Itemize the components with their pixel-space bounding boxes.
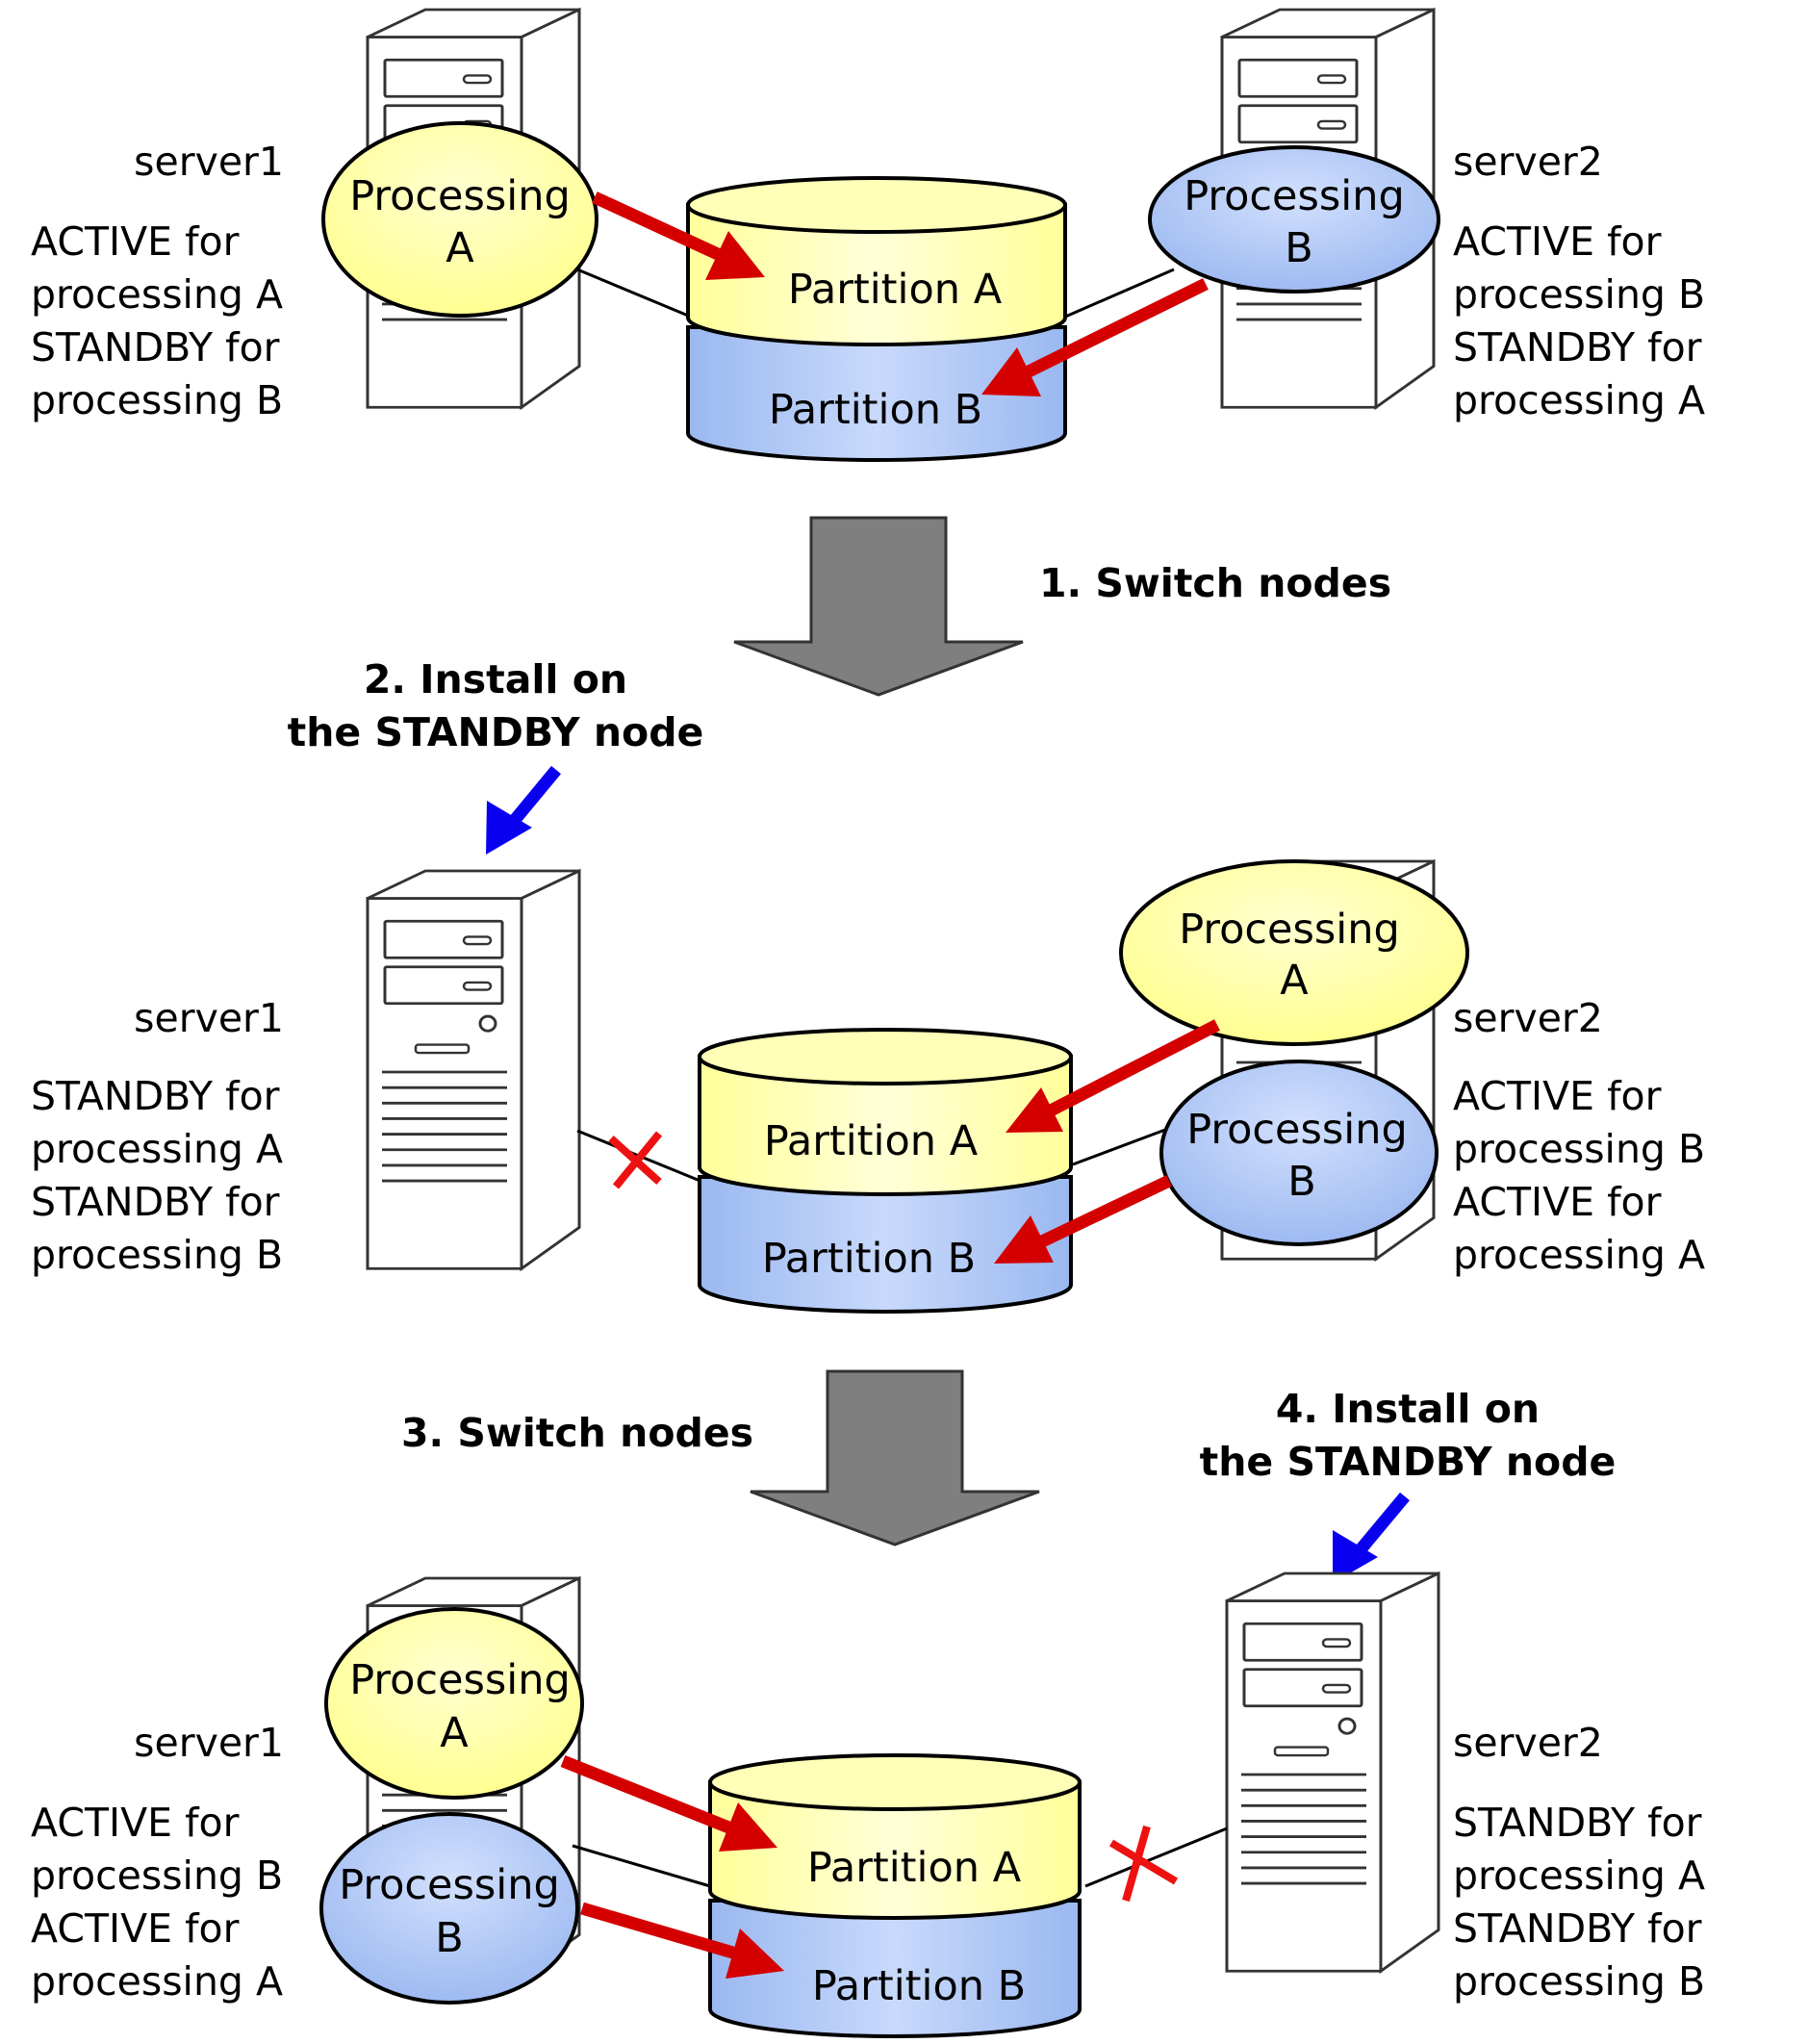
server1-status-3: STANDBY for	[31, 1179, 280, 1225]
processing-b-line2: B	[435, 1914, 464, 1962]
partition-a-label: Partition A	[807, 1844, 1022, 1892]
step-4-label-line2: the STANDBY node	[1200, 1439, 1617, 1485]
server2-status-4: processing B	[1453, 1958, 1705, 2005]
server2-status-1: ACTIVE for	[1453, 218, 1662, 265]
access-arrow-a	[592, 192, 765, 280]
processing-a-line2: A	[446, 224, 474, 272]
server1-status-1: ACTIVE for	[31, 1800, 240, 1846]
processing-b-bubble	[319, 1812, 579, 2005]
processing-b-line1: Processing	[1186, 1106, 1408, 1154]
server2-name: server2	[1453, 139, 1603, 185]
switch-arrow-1-icon	[733, 516, 1024, 697]
processing-b-line1: Processing	[339, 1861, 560, 1909]
server2-status-2: processing A	[1453, 1852, 1705, 1899]
server1-status-3: ACTIVE for	[31, 1905, 240, 1952]
partition-b-label: Partition B	[769, 386, 982, 434]
server2-disk-link	[1062, 268, 1175, 319]
processing-b-line2: B	[1287, 1158, 1316, 1206]
server1-disk-link	[576, 268, 694, 319]
server1-status-2: processing B	[31, 1852, 283, 1899]
processing-b-line2: B	[1285, 224, 1313, 272]
partition-a-label: Partition A	[788, 266, 1003, 314]
processing-a-line1: Processing	[349, 1656, 571, 1704]
server2-name: server2	[1453, 1720, 1603, 1766]
access-arrow-a	[560, 1754, 777, 1852]
processing-b-line1: Processing	[1184, 172, 1405, 220]
step-2: 2. Install on the STANDBY node	[288, 656, 704, 855]
processing-a-bubble	[1119, 859, 1469, 1046]
step-1-label: 1. Switch nodes	[1039, 560, 1391, 606]
stage-3: Partition A Partition B Processing A Pro…	[31, 1571, 1705, 2038]
stage-1: Partition A Partition B Processing A Pro…	[31, 8, 1705, 462]
access-arrow-b	[981, 278, 1209, 396]
server1-status-1: ACTIVE for	[31, 218, 240, 265]
server2-status-3: STANDBY for	[1453, 1905, 1702, 1952]
server1-status-2: processing A	[31, 1126, 283, 1172]
step-1: 1. Switch nodes	[733, 516, 1391, 697]
server1-status-4: processing B	[31, 377, 283, 423]
server2-status-4: processing A	[1453, 377, 1705, 423]
install-arrow-2-icon	[1333, 1492, 1410, 1583]
server2-status-2: processing B	[1453, 271, 1705, 318]
processing-a-line1: Processing	[1179, 906, 1400, 954]
step-4: 4. Install on the STANDBY node	[1200, 1386, 1617, 1583]
server1-status-2: processing A	[31, 271, 283, 318]
access-arrow-a	[1006, 1019, 1220, 1133]
processing-b-bubble	[1148, 145, 1440, 294]
server1-status-4: processing A	[31, 1958, 283, 2005]
processing-a-bubble	[321, 121, 598, 318]
server2-status-1: STANDBY for	[1453, 1800, 1702, 1846]
processing-a-line1: Processing	[349, 172, 571, 220]
step-2-label-line1: 2. Install on	[364, 656, 627, 703]
server2-status-1: ACTIVE for	[1453, 1073, 1662, 1119]
shared-disk: Partition A Partition B	[686, 176, 1067, 462]
server1-status-1: STANDBY for	[31, 1073, 280, 1119]
access-arrow-b	[580, 1902, 784, 1979]
server2-status-2: processing B	[1453, 1126, 1705, 1172]
disconnected-cross-icon	[608, 1131, 663, 1189]
switch-arrow-2-icon	[750, 1369, 1040, 1546]
server2-tower-icon	[1225, 1571, 1440, 1973]
server1-status-3: STANDBY for	[31, 324, 280, 370]
disconnected-cross-icon	[1108, 1825, 1179, 1903]
server1-name: server1	[134, 139, 284, 185]
step-4-label-line1: 4. Install on	[1276, 1386, 1540, 1432]
step-2-label-line2: the STANDBY node	[288, 709, 704, 755]
server2-disk-link	[1084, 1827, 1228, 1888]
stage-2: Partition A Partition B Processing A Pro…	[31, 859, 1705, 1314]
server1-name: server1	[134, 995, 284, 1041]
server2-status-4: processing A	[1453, 1232, 1705, 1278]
shared-disk: Partition A Partition B	[698, 1028, 1073, 1314]
install-arrow-1-icon	[486, 765, 562, 855]
processing-b-bubble	[1159, 1060, 1439, 1246]
access-arrow-b	[994, 1175, 1172, 1264]
server2-name: server2	[1453, 995, 1603, 1041]
processing-a-line2: A	[440, 1709, 469, 1757]
server1-status-4: processing B	[31, 1232, 283, 1278]
step-3: 3. Switch nodes	[401, 1369, 1040, 1546]
partition-a-label: Partition A	[764, 1117, 979, 1165]
processing-a-line2: A	[1280, 957, 1309, 1005]
server2-status-3: STANDBY for	[1453, 324, 1702, 370]
shared-disk: Partition A Partition B	[708, 1753, 1082, 2038]
server1-disk-link	[572, 1844, 711, 1888]
server1-tower-icon	[366, 869, 581, 1270]
partition-b-label: Partition B	[762, 1235, 976, 1283]
processing-a-bubble	[324, 1607, 584, 1800]
step-3-label: 3. Switch nodes	[401, 1410, 753, 1456]
server2-status-3: ACTIVE for	[1453, 1179, 1662, 1225]
partition-b-label: Partition B	[812, 1962, 1026, 2010]
server1-name: server1	[134, 1720, 284, 1766]
